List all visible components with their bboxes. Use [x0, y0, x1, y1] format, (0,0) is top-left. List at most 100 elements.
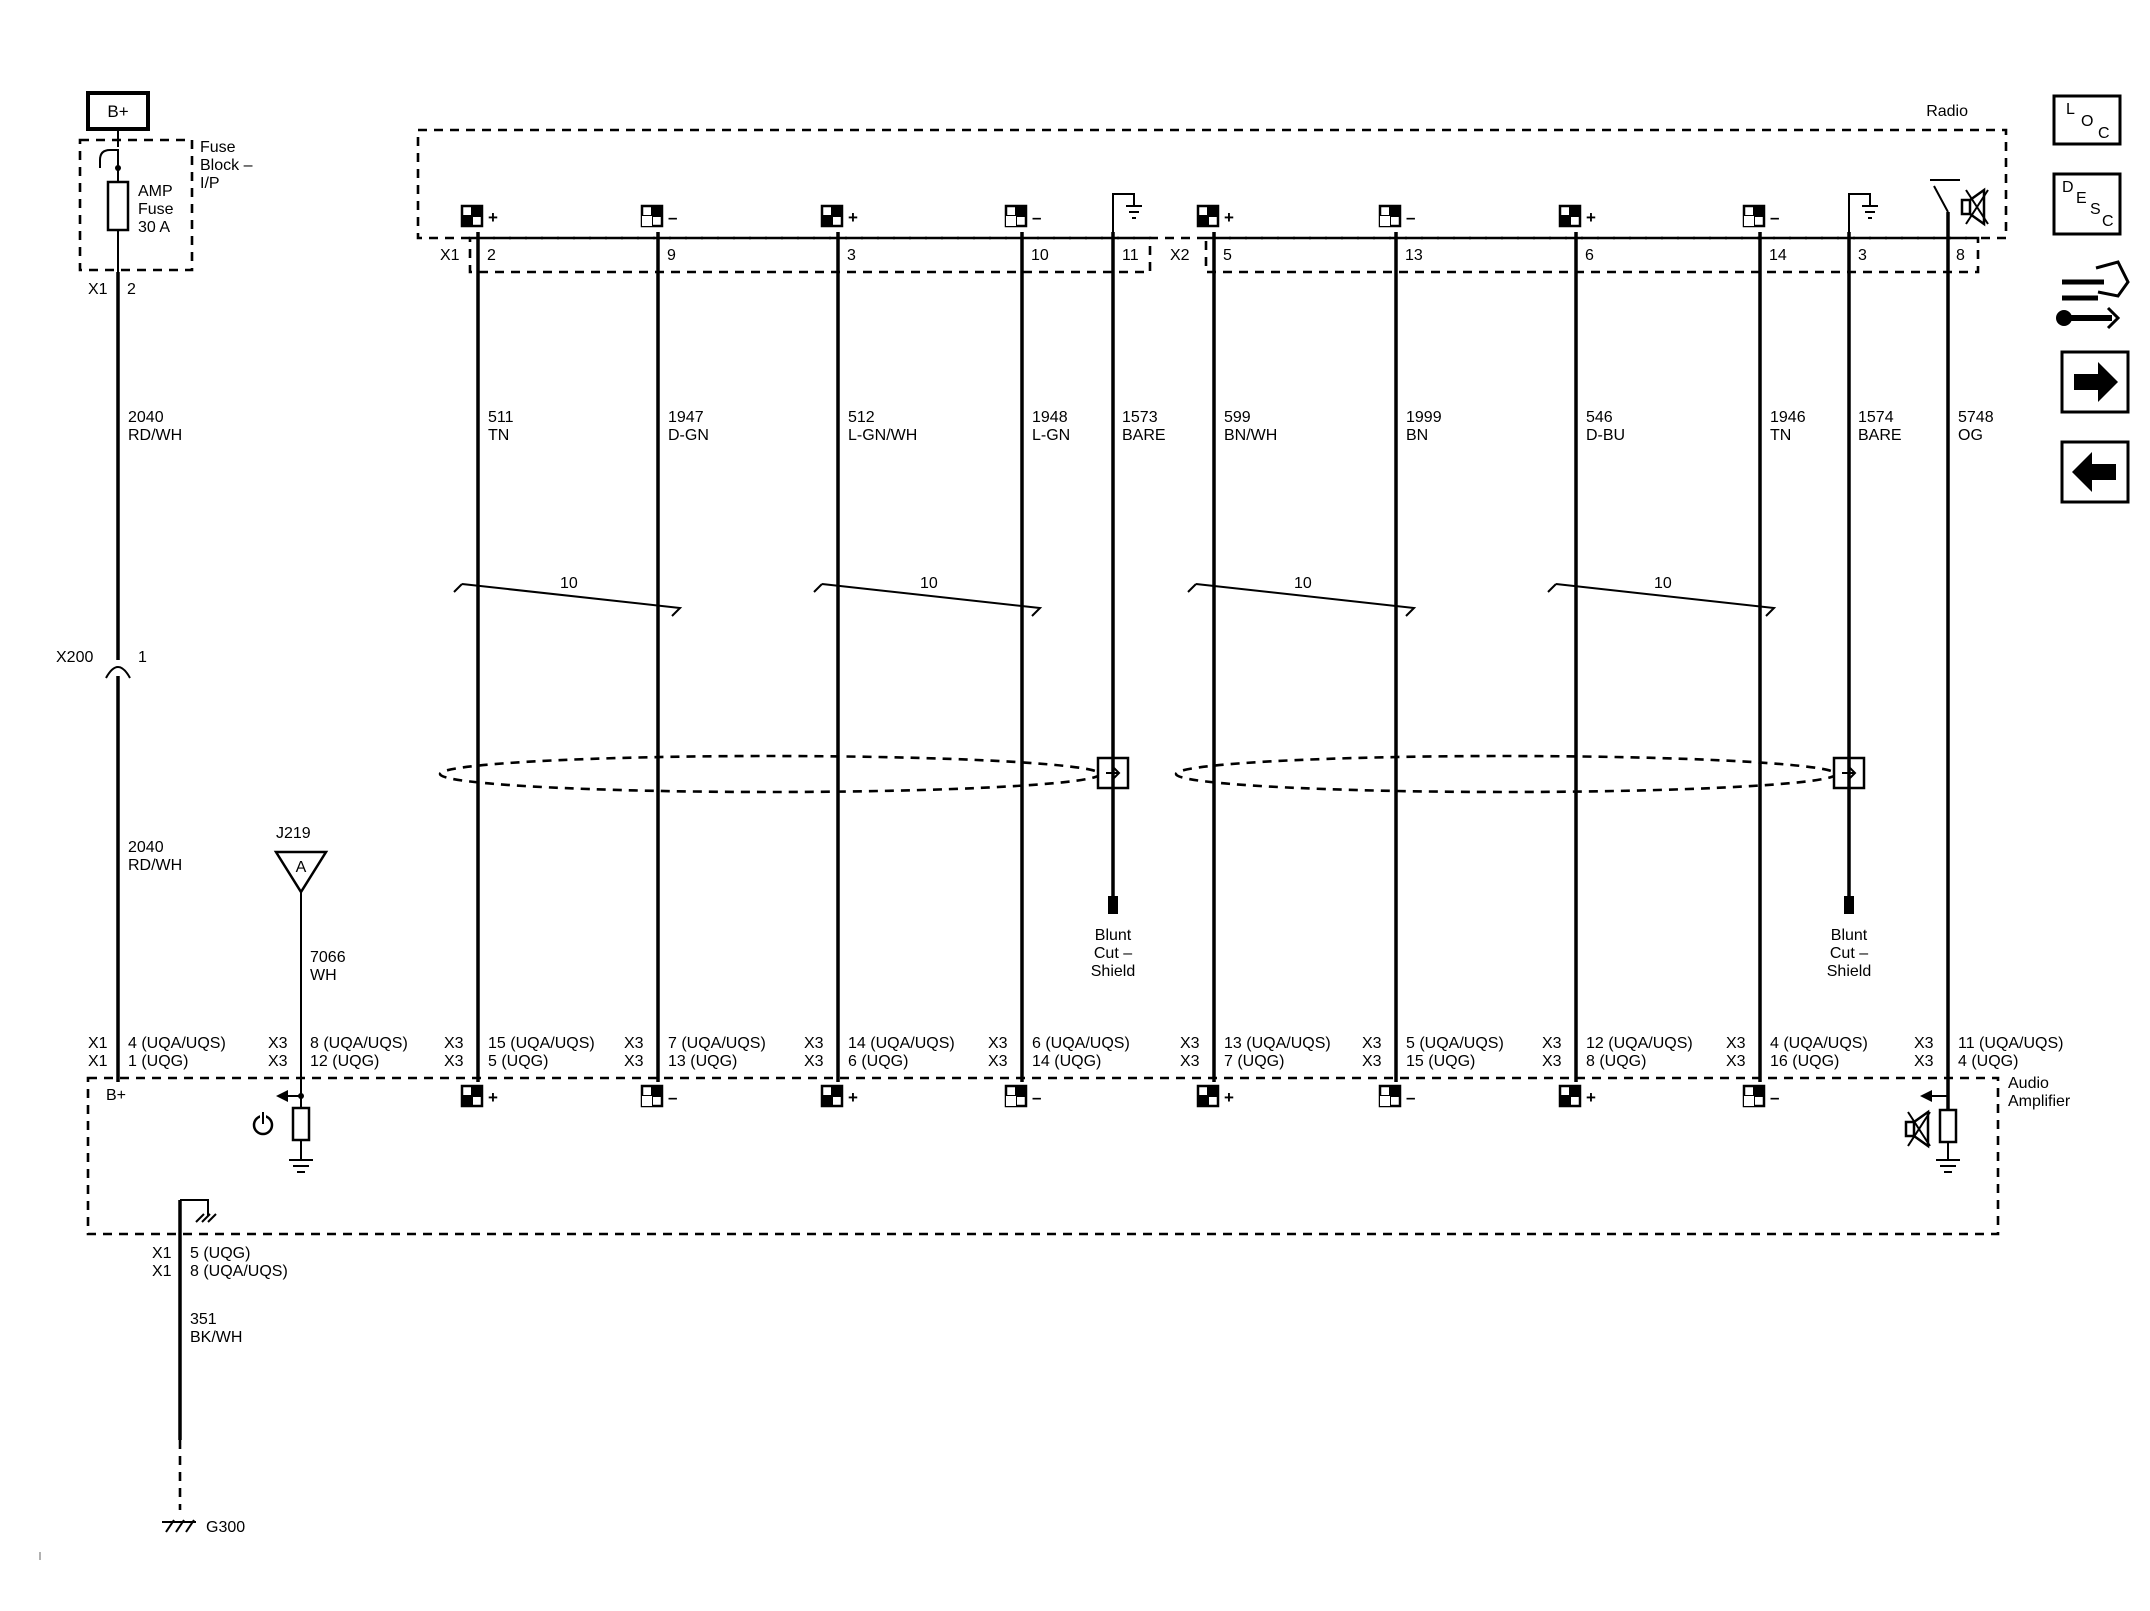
amp-connector: X3	[624, 1053, 644, 1070]
amp-supply-pin-2: 1 (UQG)	[128, 1053, 188, 1070]
desc-letter-s: S	[2090, 201, 2101, 218]
splice-j219: J219 A	[273, 825, 329, 895]
supply-wire-color: RD/WH	[128, 427, 182, 444]
speaker-positive-icon: +	[1558, 204, 1596, 228]
ground-id: G300	[206, 1519, 245, 1536]
wire-color: L-GN/WH	[848, 427, 917, 444]
amp-connector: X3	[988, 1035, 1008, 1052]
radio-pin: 13	[1405, 247, 1423, 264]
control-pin: 8	[1956, 247, 1965, 264]
radio-pin: 3	[847, 247, 856, 264]
amp-connector: X3	[988, 1053, 1008, 1070]
connector-repair-button[interactable]	[2056, 260, 2130, 330]
control-color: OG	[1958, 427, 1983, 444]
wire-color: L-GN	[1032, 427, 1070, 444]
amp-pin: 6 (UQA/UQS)	[1032, 1035, 1130, 1052]
description-button[interactable]: D E S C	[2052, 172, 2122, 236]
twist-count: 10	[1654, 575, 1672, 592]
b-plus-label: B+	[107, 102, 128, 121]
amp-connector: X3	[1542, 1053, 1562, 1070]
fuse-label-1: AMP	[138, 183, 173, 200]
wire-color: D-GN	[668, 427, 709, 444]
amp-supply-conn-1: X1	[88, 1035, 108, 1052]
drain-2-label-1: Blunt	[1831, 927, 1868, 944]
amp-connector: X3	[1362, 1035, 1382, 1052]
fuse-connector-id: X1	[88, 281, 108, 298]
fuse-label-2: Fuse	[138, 201, 174, 218]
radio-x2-label: X2	[1170, 247, 1190, 264]
amp-connector: X3	[804, 1035, 824, 1052]
polarity-sign: –	[1032, 1088, 1041, 1107]
drain-1-circuit: 1573	[1122, 409, 1158, 426]
amp-connector: X3	[1180, 1035, 1200, 1052]
ground-conn-1: X1	[152, 1245, 172, 1262]
wire-color: TN	[488, 427, 509, 444]
amp-connector: X3	[1726, 1035, 1746, 1052]
desc-letter-e: E	[2076, 190, 2087, 207]
ground-conn-2: X1	[152, 1263, 172, 1280]
loc-letter-o: O	[2081, 113, 2093, 130]
supply-wire-2-color: RD/WH	[128, 857, 182, 874]
speaker-negative-icon: –	[1378, 1084, 1415, 1108]
control-conn-1: X3	[1914, 1035, 1934, 1052]
wire-color: D-BU	[1586, 427, 1625, 444]
fuse-block: AMP Fuse 30 A Fuse Block – I/P	[78, 129, 253, 272]
splice-pin-2: 12 (UQG)	[310, 1053, 379, 1070]
supply-wire-2-circuit: 2040	[128, 839, 164, 856]
wire-circuit: 1999	[1406, 409, 1442, 426]
loc-letter-l: L	[2066, 101, 2075, 118]
wire-circuit: 512	[848, 409, 875, 426]
arrow-left-icon	[2072, 452, 2116, 492]
wire-circuit: 511	[488, 409, 514, 426]
speaker-mute-icon	[1904, 1109, 1931, 1149]
control-pin-2: 4 (UQG)	[1958, 1053, 2018, 1070]
power-icon	[252, 1111, 274, 1136]
polarity-sign: +	[488, 1088, 498, 1107]
fuse-icon	[106, 180, 130, 232]
polarity-sign: –	[1770, 208, 1779, 227]
radio-pin: 14	[1769, 247, 1787, 264]
amp-pin: 6 (UQG)	[848, 1053, 908, 1070]
b-plus-source: B+	[86, 91, 150, 131]
speaker-mute-icon	[1960, 187, 1989, 227]
polarity-sign: –	[668, 208, 677, 227]
radio-pin: 2	[487, 247, 496, 264]
polarity-sign: –	[1770, 1088, 1779, 1107]
control-wire	[1904, 179, 1989, 1173]
twist-markers: 10 10 10 10	[453, 575, 1777, 617]
twist-count: 10	[1294, 575, 1312, 592]
next-button[interactable]	[2060, 350, 2130, 414]
amp-pin: 13 (UQA/UQS)	[1224, 1035, 1331, 1052]
amp-supply-conn-2: X1	[88, 1053, 108, 1070]
amplifier-label-2: Amplifier	[2008, 1093, 2071, 1110]
polarity-sign: –	[1406, 208, 1415, 227]
amp-ground	[162, 1199, 217, 1533]
polarity-sign: +	[848, 208, 858, 227]
speaker-negative-icon: –	[640, 1084, 677, 1108]
amp-connector: X3	[444, 1053, 464, 1070]
wire-color: TN	[1770, 427, 1791, 444]
radio-label: Radio	[1926, 103, 1968, 120]
fuse-block-label-1: Fuse	[200, 139, 236, 156]
wire-circuit: 1948	[1032, 409, 1068, 426]
radio-x1-label: X1	[440, 247, 460, 264]
location-button[interactable]: L O C	[2052, 94, 2122, 146]
polarity-sign: +	[1586, 1088, 1596, 1107]
drain-2-color: BARE	[1858, 427, 1902, 444]
speaker-negative-icon: –	[1378, 204, 1415, 228]
polarity-sign: +	[1586, 208, 1596, 227]
ground-symbol-icon	[1862, 205, 1878, 219]
control-conn-2: X3	[1914, 1053, 1934, 1070]
splice-wire-circuit: 7066	[310, 949, 346, 966]
splice-conn-1: X3	[268, 1035, 288, 1052]
radio-pin: 9	[667, 247, 676, 264]
drain-wire-1	[1108, 193, 1142, 914]
previous-button[interactable]	[2060, 440, 2130, 504]
supply-wire-circuit: 2040	[128, 409, 164, 426]
drain-2-label-3: Shield	[1827, 963, 1871, 980]
